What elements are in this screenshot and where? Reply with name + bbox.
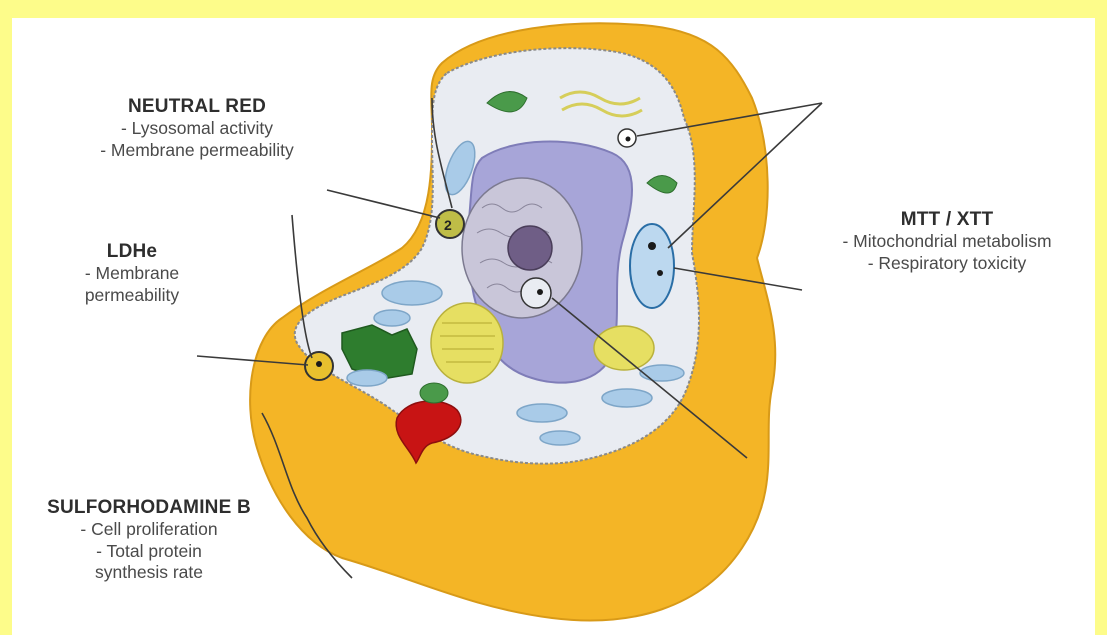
- ldhe-line-2: permeability: [52, 285, 212, 306]
- small-green-dot: [420, 383, 448, 403]
- mtt-title: MTT / XTT: [807, 208, 1087, 231]
- ldhe-line-1: - Membrane: [52, 263, 212, 284]
- sulforhodamine-line-1: - Cell proliferation: [14, 519, 284, 540]
- mtt-mitochondrion: [630, 224, 674, 308]
- white-panel: 2: [12, 18, 1095, 635]
- sulforhodamine-line-2: - Total protein: [14, 541, 284, 562]
- ldhe-title: LDHe: [52, 240, 212, 263]
- svg-text:2: 2: [444, 217, 452, 233]
- nucleolus: [508, 226, 552, 270]
- sulforhodamine-label: SULFORHODAMINE B - Cell proliferation - …: [14, 496, 284, 583]
- neutral-red-title: NEUTRAL RED: [52, 95, 342, 118]
- sulforhodamine-line-3: synthesis rate: [14, 562, 284, 583]
- mtt-line-2: - Respiratory toxicity: [807, 253, 1087, 274]
- nucleus-marker: [521, 278, 551, 308]
- mtt-dot: [648, 242, 656, 250]
- neutral-red-label: NEUTRAL RED - Lysosomal activity - Membr…: [52, 95, 342, 161]
- neutral-red-line-1: - Lysosomal activity: [52, 118, 342, 139]
- mtt-label: MTT / XTT - Mitochondrial metabolism - R…: [807, 208, 1087, 274]
- mtt-dot-2: [657, 270, 663, 276]
- sulforhodamine-title: SULFORHODAMINE B: [14, 496, 284, 519]
- mtt-line-1: - Mitochondrial metabolism: [807, 231, 1087, 252]
- ldhe-label: LDHe - Membrane permeability: [52, 240, 212, 306]
- neutral-red-line-2: - Membrane permeability: [52, 140, 342, 161]
